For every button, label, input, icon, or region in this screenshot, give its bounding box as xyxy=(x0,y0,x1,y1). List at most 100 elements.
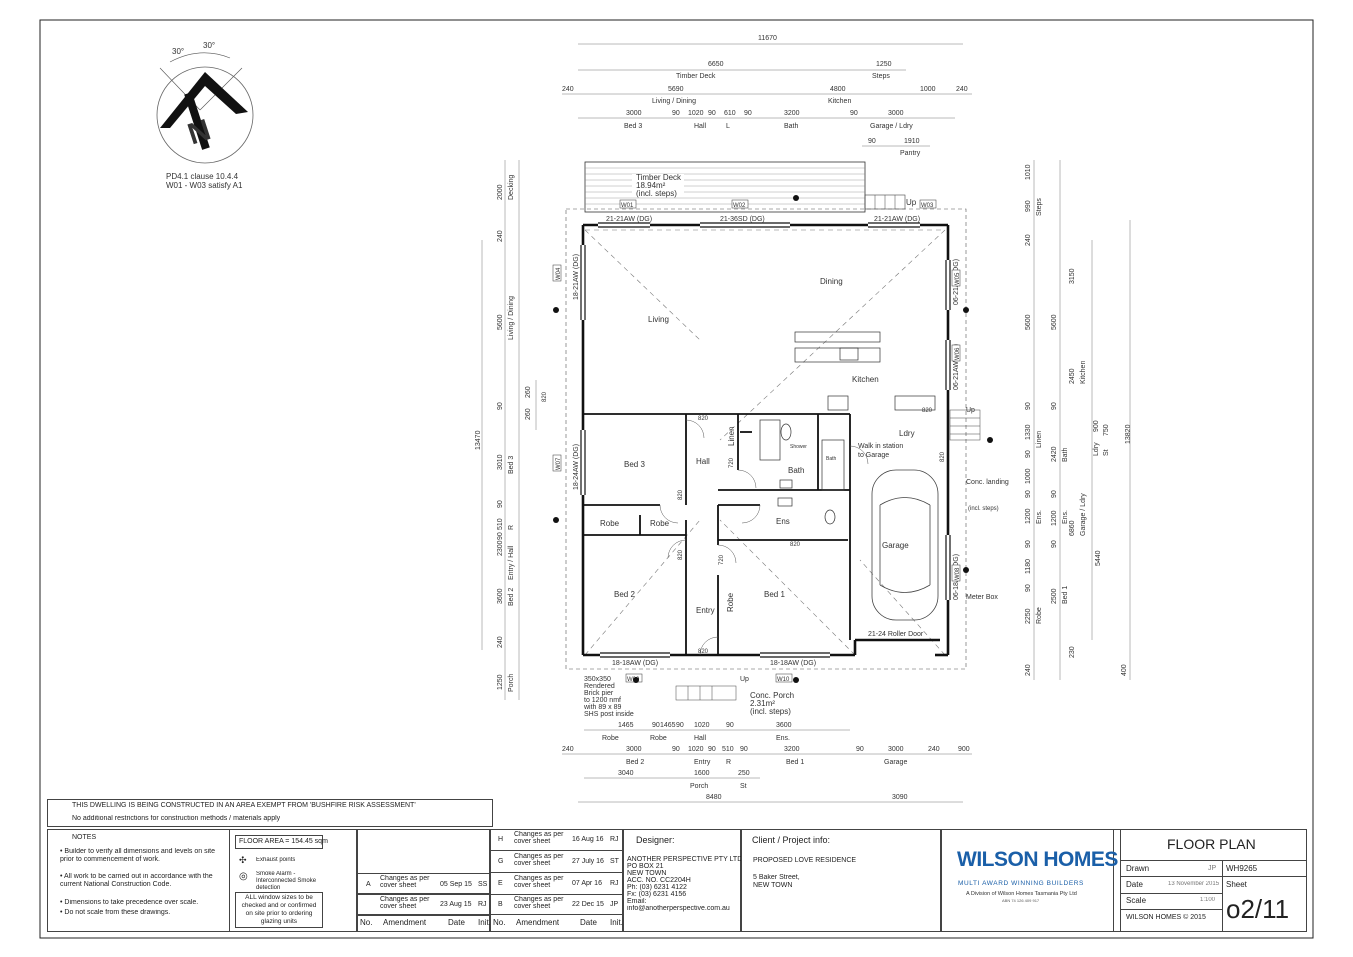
svg-text:Robe: Robe xyxy=(726,592,735,612)
svg-text:820: 820 xyxy=(790,542,801,548)
svg-text:1600: 1600 xyxy=(694,770,710,777)
svg-text:90: 90 xyxy=(1025,490,1032,498)
svg-text:Porch: Porch xyxy=(690,783,708,790)
svg-text:Shower: Shower xyxy=(790,444,807,450)
room-labels: Dining Living Kitchen Bed 3 Hall Linen B… xyxy=(600,277,1009,716)
svg-text:Bath: Bath xyxy=(784,123,799,130)
svg-text:SHS post inside: SHS post inside xyxy=(584,711,634,718)
svg-text:Robe: Robe xyxy=(650,735,667,742)
svg-text:Robe: Robe xyxy=(1036,607,1043,624)
sheet-border xyxy=(39,19,1314,939)
svg-text:Garage: Garage xyxy=(884,759,907,766)
svg-text:1910: 1910 xyxy=(904,138,920,145)
svg-text:18-18AW (DG): 18-18AW (DG) xyxy=(770,660,816,667)
svg-text:Brick pier: Brick pier xyxy=(584,690,614,697)
svg-text:1010: 1010 xyxy=(1025,164,1032,180)
car-outline xyxy=(871,469,939,621)
svg-text:240: 240 xyxy=(1025,664,1032,676)
svg-text:Ens.: Ens. xyxy=(776,735,790,742)
bath-fixtures xyxy=(759,419,845,525)
svg-text:Meter Box: Meter Box xyxy=(966,594,998,601)
timber-deck: Timber Deck 18.94m² (incl. steps) Up xyxy=(584,161,917,213)
svg-text:06-21AW (DG): 06-21AW (DG) xyxy=(953,344,960,390)
svg-text:720: 720 xyxy=(719,554,725,565)
svg-text:90: 90 xyxy=(497,500,504,508)
svg-text:5440: 5440 xyxy=(1095,550,1102,566)
section-markers xyxy=(553,195,993,683)
svg-text:St: St xyxy=(740,783,747,790)
svg-text:Hall: Hall xyxy=(694,123,707,130)
svg-text:Bed 2: Bed 2 xyxy=(614,590,635,599)
svg-text:2450: 2450 xyxy=(1069,368,1076,384)
svg-text:Ldry: Ldry xyxy=(899,429,915,438)
svg-text:Bed 2: Bed 2 xyxy=(508,588,515,606)
svg-text:820: 820 xyxy=(542,391,548,402)
svg-text:230: 230 xyxy=(1069,646,1076,658)
svg-text:3000: 3000 xyxy=(626,110,642,117)
svg-text:90: 90 xyxy=(744,110,752,117)
svg-text:90: 90 xyxy=(1051,540,1058,548)
svg-text:400: 400 xyxy=(1121,664,1128,676)
svg-text:Entry: Entry xyxy=(694,759,711,766)
svg-text:Bed 3: Bed 3 xyxy=(508,456,515,474)
svg-text:21-21AW (DG): 21-21AW (DG) xyxy=(874,216,920,223)
svg-text:1250: 1250 xyxy=(876,61,892,68)
svg-text:240: 240 xyxy=(1025,234,1032,246)
svg-text:11670: 11670 xyxy=(758,35,777,42)
svg-text:1000: 1000 xyxy=(920,86,936,93)
svg-text:St: St xyxy=(1103,449,1110,456)
svg-text:Bed 2: Bed 2 xyxy=(626,759,644,766)
svg-text:3010: 3010 xyxy=(497,454,504,470)
svg-text:Timber Deck: Timber Deck xyxy=(636,173,682,182)
svg-text:(incl. steps): (incl. steps) xyxy=(750,707,791,716)
svg-text:13820: 13820 xyxy=(1125,424,1132,444)
svg-text:Hall: Hall xyxy=(696,457,710,466)
svg-text:90: 90 xyxy=(672,110,680,117)
svg-text:240: 240 xyxy=(928,746,940,753)
svg-text:Garage: Garage xyxy=(882,541,909,550)
svg-text:with 89 x 89: with 89 x 89 xyxy=(583,704,621,711)
svg-text:750: 750 xyxy=(1103,424,1110,436)
left-dimensions: 2000 240 5600 90 3010 90 510 90 2300 360… xyxy=(475,160,537,700)
svg-text:Steps: Steps xyxy=(872,73,890,80)
svg-text:820: 820 xyxy=(922,408,933,414)
svg-text:W04: W04 xyxy=(556,267,562,280)
svg-text:Pantry: Pantry xyxy=(900,150,921,157)
svg-text:90: 90 xyxy=(1025,540,1032,548)
svg-text:13470: 13470 xyxy=(475,430,482,450)
svg-text:900: 900 xyxy=(1093,420,1100,432)
north-clause-1: PD4.1 clause 10.4.4 xyxy=(166,172,239,181)
svg-text:2500: 2500 xyxy=(1051,588,1058,604)
svg-text:2300: 2300 xyxy=(497,540,504,556)
svg-text:720: 720 xyxy=(729,457,735,468)
svg-text:Robe: Robe xyxy=(650,519,670,528)
svg-text:Bed 1: Bed 1 xyxy=(786,759,804,766)
svg-text:R: R xyxy=(726,759,731,766)
svg-text:to Garage: to Garage xyxy=(858,452,889,459)
svg-text:90: 90 xyxy=(1051,490,1058,498)
svg-text:900: 900 xyxy=(958,746,970,753)
svg-text:90: 90 xyxy=(676,722,684,729)
svg-text:90: 90 xyxy=(708,110,716,117)
svg-text:5600: 5600 xyxy=(1025,314,1032,330)
bottom-dimensions: 1465 90 1465 90 1020 90 3600 Robe Robe H… xyxy=(562,722,972,803)
svg-text:820: 820 xyxy=(698,649,709,655)
svg-text:1000: 1000 xyxy=(1025,468,1032,484)
svg-text:6860: 6860 xyxy=(1069,520,1076,536)
door-sizes: 820 820 820 820 820 720 720 820 820 820 xyxy=(542,391,946,655)
svg-text:Living: Living xyxy=(648,315,669,324)
svg-text:Bath: Bath xyxy=(1062,447,1069,462)
svg-text:Conc. landing: Conc. landing xyxy=(966,479,1009,486)
svg-text:90: 90 xyxy=(1025,402,1032,410)
svg-text:4800: 4800 xyxy=(830,86,846,93)
svg-text:(incl. steps): (incl. steps) xyxy=(968,506,999,512)
floor-plan: Timber Deck 18.94m² (incl. steps) Up xyxy=(542,161,1009,718)
svg-text:Timber Deck: Timber Deck xyxy=(676,73,716,80)
north-angle-right: 30° xyxy=(203,41,215,50)
svg-text:90: 90 xyxy=(672,746,680,753)
svg-text:Garage / Ldry: Garage / Ldry xyxy=(1080,493,1087,536)
svg-text:2420: 2420 xyxy=(1051,446,1058,462)
top-dimensions: 11670 6650 Timber Deck 1250 Steps 240 56… xyxy=(562,35,972,157)
svg-text:Linen: Linen xyxy=(727,426,736,446)
